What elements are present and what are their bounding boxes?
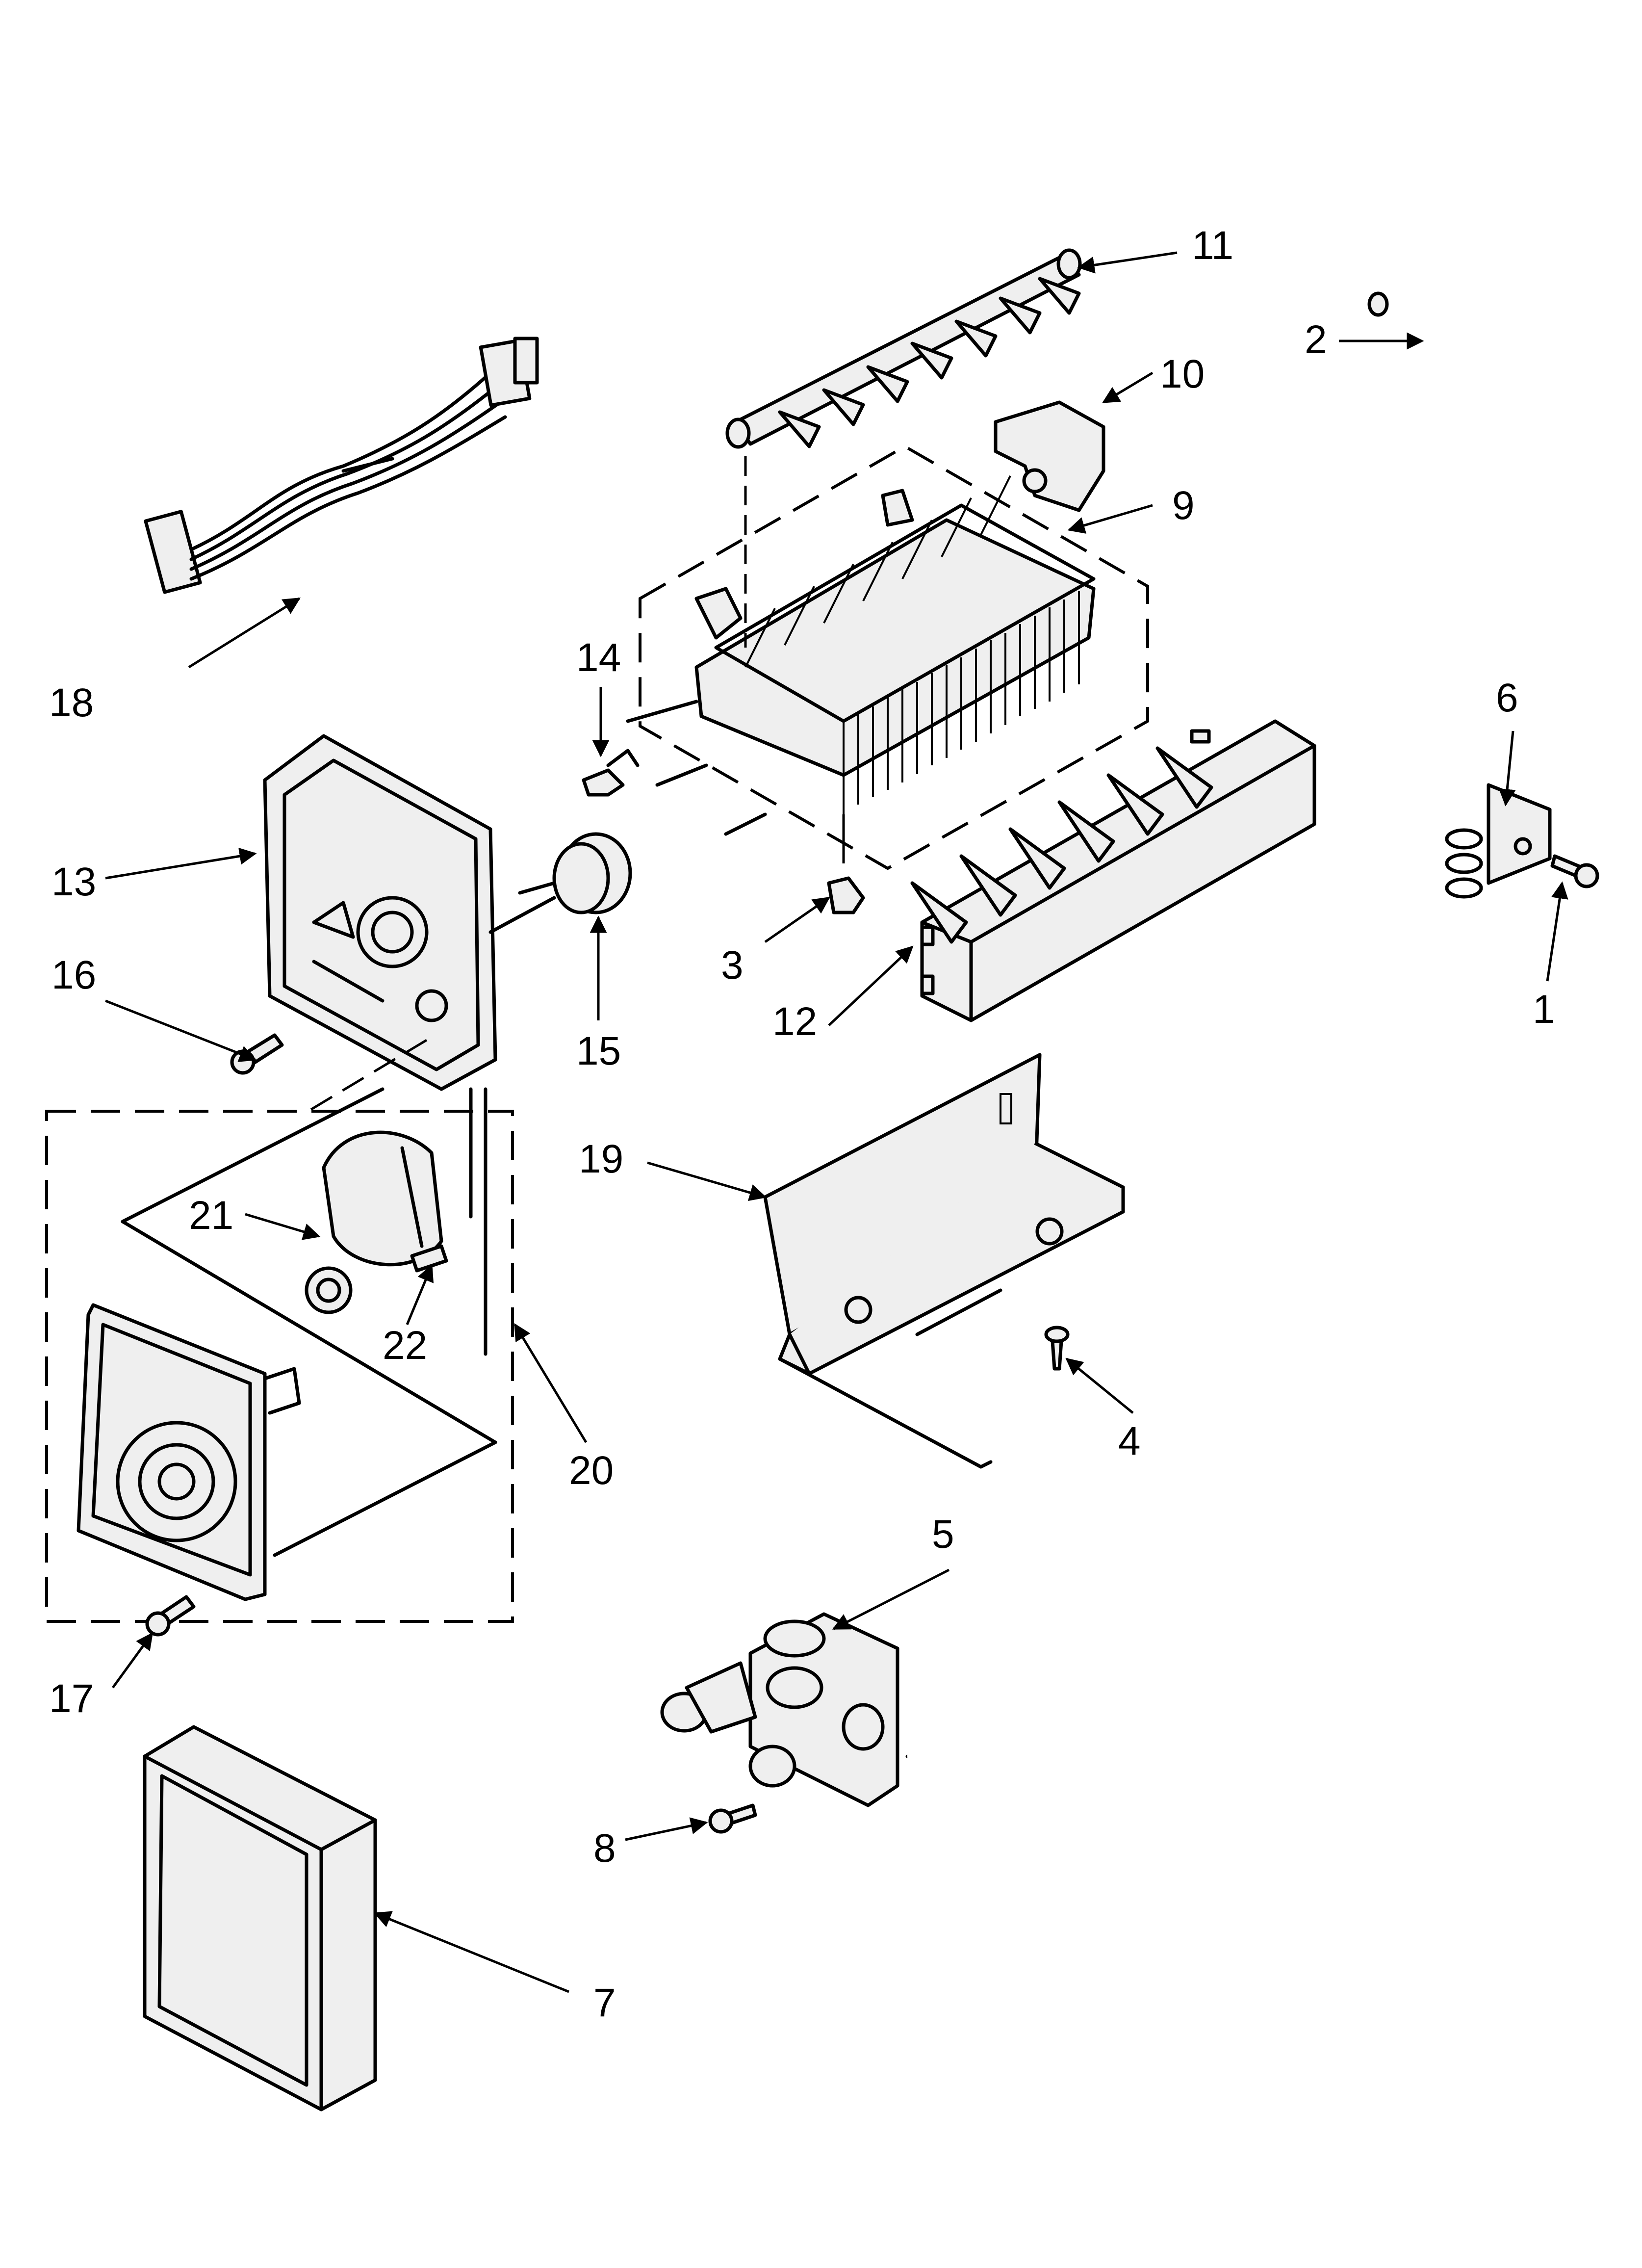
tray-part: [763, 1053, 1125, 1469]
tube-clamp-part: [1445, 783, 1552, 899]
callout-labels: 11 10 9 2 18 14 6 13 3 16 12 1 15 19 21 …: [49, 223, 1555, 2025]
callout-19: 19: [579, 1137, 623, 1181]
ejector-assembly-part: [725, 248, 1082, 449]
callout-16: 16: [51, 953, 96, 997]
screw-4-part: [1044, 1326, 1070, 1371]
callout-11: 11: [1192, 223, 1233, 268]
cover-part: [143, 1725, 377, 2112]
bracket-part: [994, 400, 1105, 512]
ice-stripper-part: [910, 719, 1316, 1022]
callout-10: 10: [1160, 352, 1205, 396]
callout-20: 20: [569, 1448, 614, 1493]
callout-17: 17: [49, 1676, 94, 1721]
wire-harness-part: [144, 337, 539, 594]
water-tube-part: [905, 273, 1450, 1759]
callout-1: 1: [1533, 987, 1555, 1032]
callout-12: 12: [772, 999, 817, 1044]
ice-maker-mold-part: [626, 444, 1149, 870]
callout-14: 14: [576, 635, 621, 680]
callout-4: 4: [1118, 1419, 1141, 1463]
control-housing-part: [263, 734, 556, 1115]
callout-3: 3: [721, 943, 744, 988]
screw-8-part: [708, 1803, 757, 1834]
screw-1-part: [1550, 854, 1599, 888]
callout-22: 22: [383, 1323, 427, 1368]
screw-17-part: [145, 1595, 196, 1637]
clip-part: [827, 876, 865, 914]
callout-13: 13: [51, 860, 96, 904]
water-valve-part: [660, 1612, 899, 1807]
callout-5: 5: [932, 1512, 954, 1557]
leader-lines: [105, 251, 1568, 1993]
callout-7: 7: [593, 1981, 616, 2025]
callout-18: 18: [49, 680, 94, 725]
callout-21: 21: [189, 1193, 233, 1238]
thermostat-part: [518, 832, 632, 914]
callout-9: 9: [1172, 483, 1195, 528]
callout-2: 2: [1305, 317, 1327, 362]
callout-8: 8: [593, 1826, 616, 1871]
callout-15: 15: [576, 1029, 621, 1073]
motor-assembly-part: [45, 1087, 514, 1623]
callout-6: 6: [1496, 676, 1518, 720]
small-clip-part: [582, 749, 640, 797]
